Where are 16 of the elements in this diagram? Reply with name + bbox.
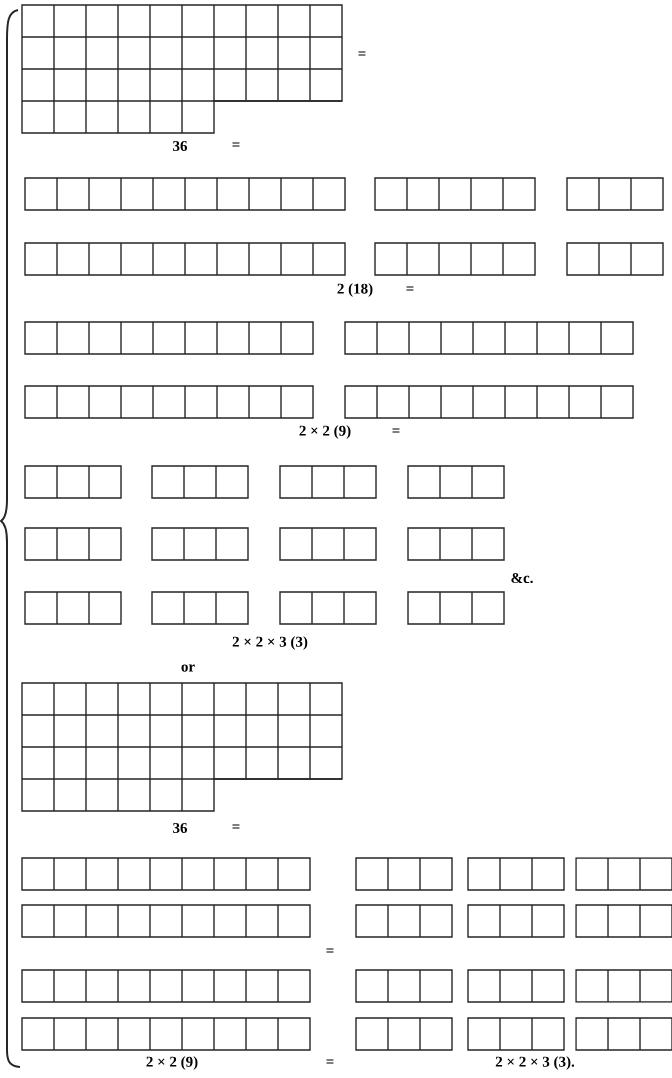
equation-text: 2 × 2 × 3 (3) xyxy=(232,636,308,650)
equation-text: 36 xyxy=(173,140,188,152)
equation-text: = xyxy=(406,286,414,291)
equation-text: or xyxy=(181,664,195,672)
equation-text: = xyxy=(326,1059,334,1064)
equation-text: 2 × 2 (9) xyxy=(299,425,351,439)
equation-text: = xyxy=(232,142,240,147)
equation-text: = xyxy=(358,51,366,56)
equation-text: 2 × 2 × 3 (3). xyxy=(495,1056,575,1070)
equation-text: &c. xyxy=(511,572,533,584)
equation-text: 2 × 2 (9) xyxy=(146,1056,198,1070)
equation-text: = xyxy=(326,948,334,953)
equation-text: 2 (18) xyxy=(337,283,373,297)
equation-text: = xyxy=(232,824,240,829)
equation-text: = xyxy=(392,428,400,433)
equation-text: 36 xyxy=(173,822,188,834)
